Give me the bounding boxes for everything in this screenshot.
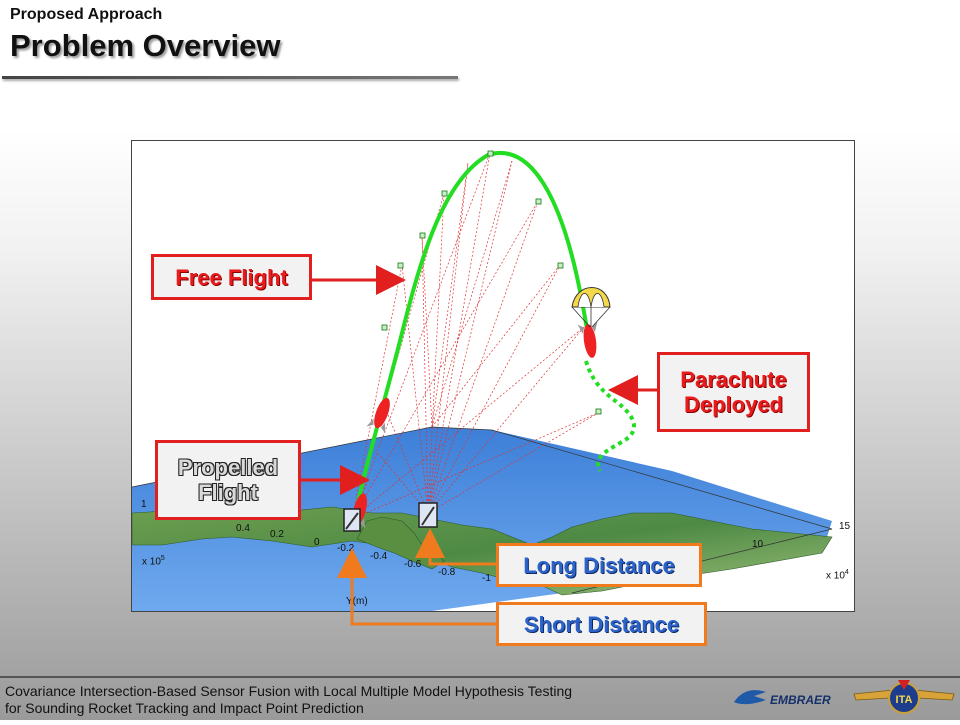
section-subtitle: Proposed Approach xyxy=(10,6,163,23)
tick-label: -1 xyxy=(482,573,491,584)
tick-label: 0.4 xyxy=(236,523,250,534)
long-distance-text: Long Distance xyxy=(523,552,675,578)
y-scale-label: x 104 xyxy=(826,569,849,581)
rocket-icon-descent xyxy=(577,321,598,358)
parachute-line1: Parachute xyxy=(680,367,787,392)
rocket-icon xyxy=(366,397,390,434)
parachute-line2: Deployed xyxy=(683,392,783,417)
free-flight-label: Free Flight xyxy=(151,254,312,300)
parachute-deployed-label: Parachute Deployed xyxy=(657,352,810,432)
tick-label: 15 xyxy=(839,521,851,532)
footer-line1: Covariance Intersection-Based Sensor Fus… xyxy=(5,683,573,699)
tick-label: -0.6 xyxy=(404,559,422,570)
propelled-line2: Flight xyxy=(198,480,258,505)
tick-label: 10 xyxy=(752,539,764,550)
free-flight-text: Free Flight xyxy=(175,264,288,290)
page-title: Problem Overview xyxy=(10,28,281,63)
tick-label: 1 xyxy=(141,499,147,510)
y-scale-multiplier: x 10 xyxy=(826,570,845,582)
radar-station-icon xyxy=(343,508,361,532)
footer-line2: for Sounding Rocket Tracking and Impact … xyxy=(5,700,364,716)
ita-logo-text: ITA xyxy=(896,694,913,706)
sight-lines xyxy=(351,152,599,520)
tick-label: -0.4 xyxy=(370,551,388,562)
parachute-deployed-text: Parachute Deployed xyxy=(680,367,786,417)
parachute-descent-path xyxy=(584,360,636,472)
propelled-flight-text: Propelled Flight xyxy=(178,455,278,505)
footer-citation: Covariance Intersection-Based Sensor Fus… xyxy=(5,683,685,717)
footer-divider xyxy=(0,676,960,678)
short-distance-label: Short Distance xyxy=(496,602,707,646)
embraer-logo: EMBRAER xyxy=(732,684,842,714)
embraer-logo-text: EMBRAER xyxy=(770,693,831,707)
long-distance-label: Long Distance xyxy=(496,543,702,587)
radar-station-icon-2 xyxy=(418,502,438,528)
propelled-flight-label: Propelled Flight xyxy=(155,440,301,520)
tick-label: -0.8 xyxy=(438,567,456,578)
tick-label: 0 xyxy=(314,537,320,548)
parachute-icon xyxy=(571,287,611,328)
tick-label: -0.2 xyxy=(337,543,355,554)
y-axis-label: Y(m) xyxy=(346,596,368,607)
propelled-line1: Propelled xyxy=(177,455,279,480)
x-scale-label: x 105 xyxy=(142,555,165,567)
ita-logo: ITA xyxy=(850,676,958,720)
short-distance-text: Short Distance xyxy=(523,611,680,637)
title-underline xyxy=(2,76,458,79)
tick-label: 0.2 xyxy=(270,529,284,540)
y-scale-exponent: 4 xyxy=(844,569,849,576)
x-scale-multiplier: x 10 xyxy=(142,556,161,568)
x-scale-exponent: 5 xyxy=(160,555,165,562)
